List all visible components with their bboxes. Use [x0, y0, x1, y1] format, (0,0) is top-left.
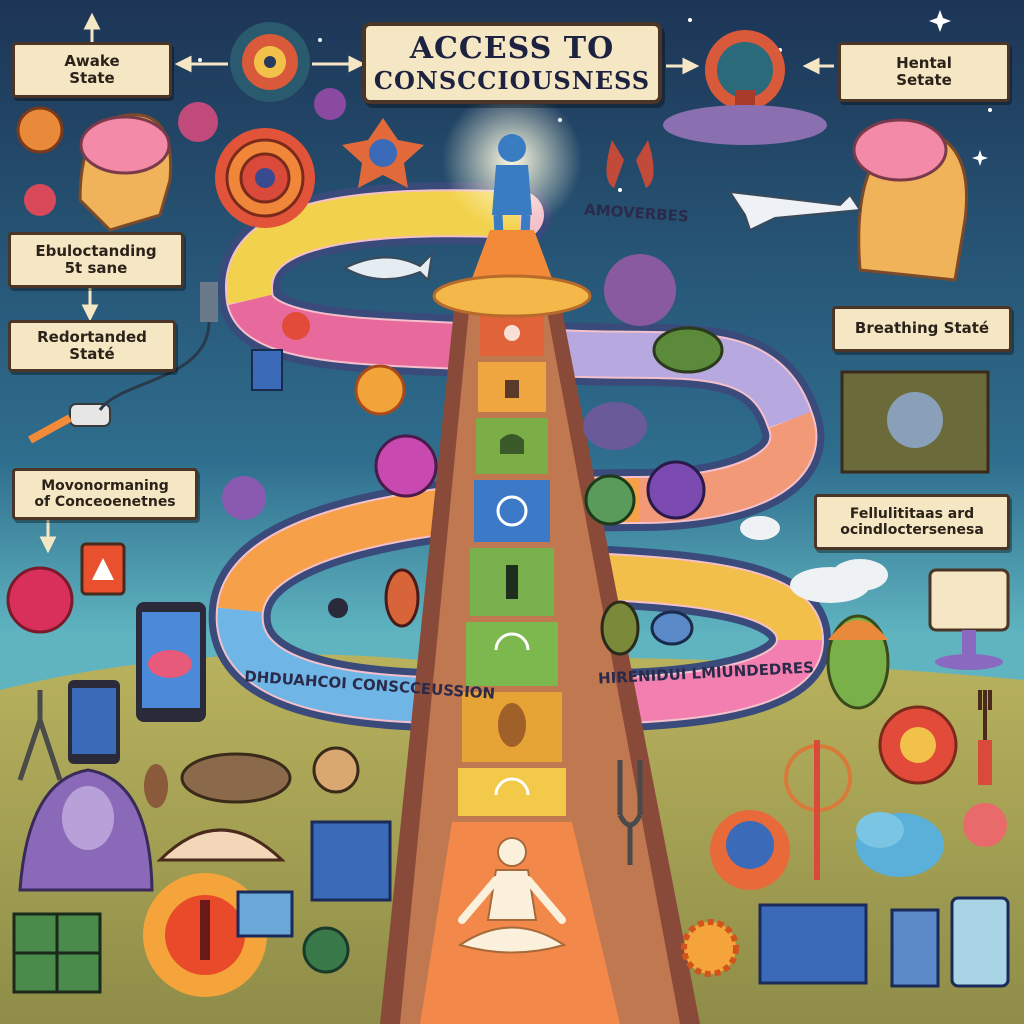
- ladder-step-4: [474, 480, 550, 542]
- cloud-icon: [740, 516, 888, 603]
- small-flower-icon: [963, 803, 1007, 847]
- badge-icon: [652, 326, 724, 374]
- temple-meditation-icon: [663, 30, 827, 145]
- lotus-flower-icon: [342, 118, 424, 188]
- tile-grid-icon: [12, 912, 102, 994]
- title-line-2: CONSCCIOUSNESS: [373, 66, 651, 95]
- label-fellulititaas: Fellulititaas ard ocindloctersenesa: [814, 494, 1010, 550]
- light-figure-icon: [143, 873, 267, 997]
- lotus-icon: [354, 364, 406, 416]
- screen-panel-icon: [758, 903, 868, 985]
- staff-icon: [814, 740, 820, 880]
- brain-icon: [583, 254, 676, 450]
- phone-icon: [890, 908, 940, 988]
- brain-head-icon: [852, 118, 969, 282]
- flower-icon: [222, 476, 266, 520]
- ladder-step-8: [458, 768, 566, 816]
- label-breathing-state: Breathing Staté: [832, 306, 1012, 352]
- stone-icon: [384, 568, 420, 628]
- label-mental-state: Hental Setate: [838, 42, 1010, 102]
- label-movonormaning: Movonormaning of Conceoenetnes: [12, 468, 198, 520]
- plug-icon: [98, 282, 218, 411]
- mask-figure-icon: [826, 614, 890, 710]
- screen-panel-icon: [236, 890, 294, 938]
- mandala-icon: [230, 22, 310, 102]
- label-awake-state: Awake State: [12, 42, 172, 98]
- stones-icon: [144, 746, 360, 808]
- label-redortanded-state: Redortanded Staté: [8, 320, 176, 372]
- hooded-figure-icon: [18, 768, 154, 892]
- circle-figure-icon: [710, 810, 790, 890]
- pliers-icon: [17, 690, 63, 781]
- lotus-icon: [374, 434, 438, 498]
- page-title: ACCESS TO CONSCCIOUSNESS: [362, 22, 662, 104]
- brain-scene-icon: [840, 370, 990, 474]
- ladder-step-6: [466, 622, 558, 686]
- title-line-1: ACCESS TO: [409, 31, 615, 66]
- small-flower-icon: [314, 88, 346, 120]
- brain-head-icon: [78, 113, 173, 232]
- fork-icon: [978, 690, 992, 785]
- consciousness-ladder: [380, 300, 700, 1024]
- connector-arrows: [39, 12, 834, 554]
- stone-icon: [600, 600, 640, 656]
- small-flower-icon: [24, 184, 56, 216]
- meditating-figure-icon: [457, 837, 567, 954]
- tuning-fork-icon: [617, 760, 643, 865]
- smartphone-icon: [68, 680, 120, 764]
- alert-card-icon: [80, 542, 126, 596]
- target-mandala-icon: [215, 128, 315, 228]
- airplane-icon: [727, 190, 862, 232]
- device-icon: [950, 896, 1010, 988]
- small-flower-icon: [178, 102, 218, 142]
- small-flower-icon: [282, 312, 310, 340]
- sun-icon: [681, 919, 739, 977]
- circle-icon: [584, 474, 636, 526]
- fish-plane-icon: [342, 251, 434, 283]
- smartphone-icon: [136, 602, 206, 722]
- ladder-base: [420, 822, 620, 1024]
- screen-panel-icon: [310, 820, 392, 902]
- stone-icon: [650, 610, 694, 646]
- eye-mound-icon: [156, 828, 286, 862]
- flower-icon: [6, 566, 74, 634]
- monitor-icon: [928, 568, 1010, 670]
- card-icon: [251, 349, 283, 391]
- lungs-icon: [606, 140, 654, 188]
- circle-icon: [646, 460, 706, 520]
- globe-icon: [302, 926, 350, 974]
- label-ebuloctanding-state: Ebuloctanding 5t sane: [8, 232, 184, 288]
- cloud-icon: [856, 812, 944, 877]
- sun-icon: [16, 106, 64, 154]
